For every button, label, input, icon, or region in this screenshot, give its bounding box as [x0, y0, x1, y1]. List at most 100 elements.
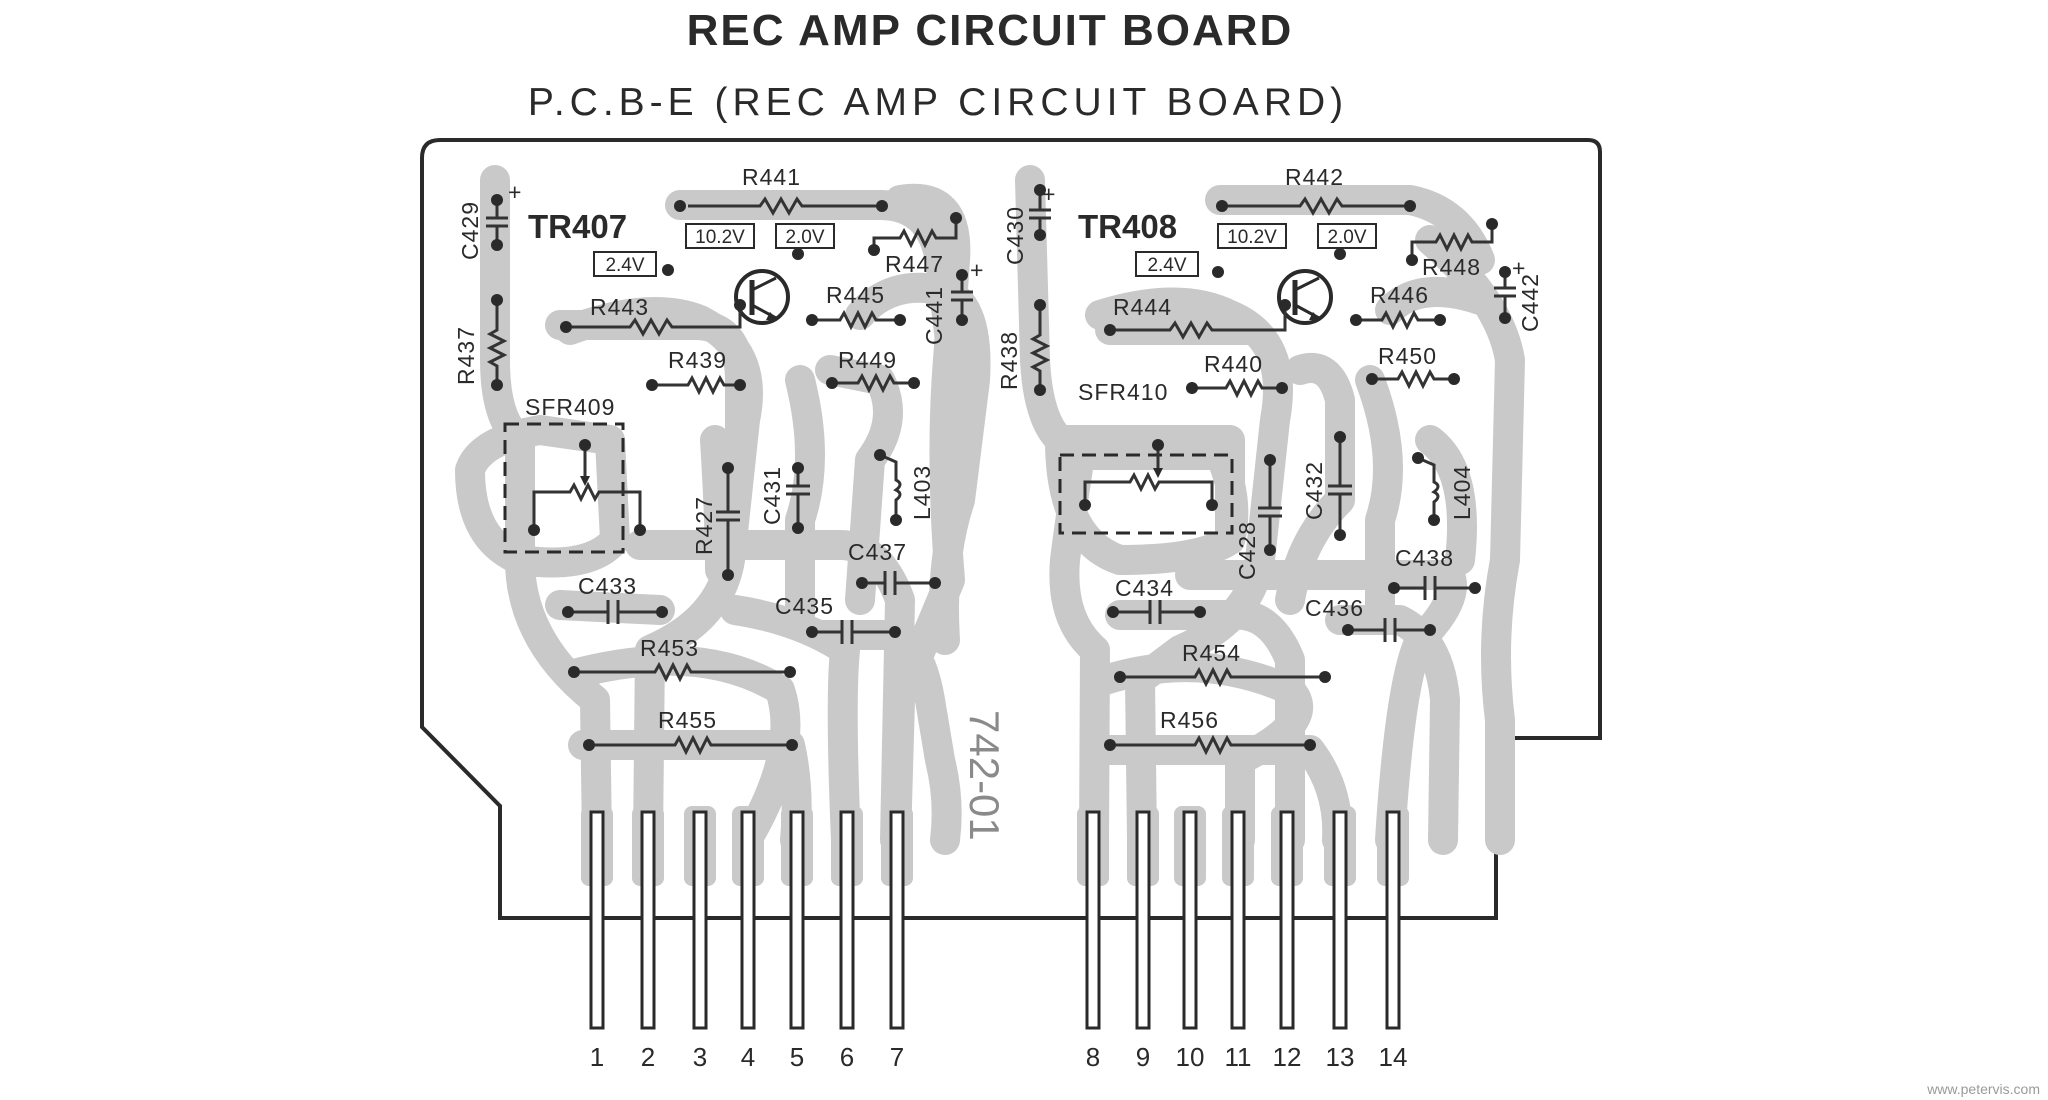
- solder-point: [929, 577, 941, 589]
- solder-point: [1216, 200, 1228, 212]
- solder-point: [568, 666, 580, 678]
- pin-number: 8: [1086, 1042, 1100, 1072]
- solder-point: [1107, 606, 1119, 618]
- connector-pin: [740, 810, 756, 1030]
- solder-points: [491, 184, 1511, 751]
- solder-point: [1334, 248, 1346, 260]
- solder-point: [491, 379, 503, 391]
- page-title: REC AMP CIRCUIT BOARD: [687, 6, 1294, 55]
- pin-number: 4: [741, 1042, 755, 1072]
- label-r443: R443: [590, 294, 649, 320]
- tr408-label: TR408: [1078, 208, 1177, 245]
- solder-point: [786, 739, 798, 751]
- solder-point: [1034, 229, 1046, 241]
- voltage-labels-right: 2.4V 10.2V 2.0V: [1135, 223, 1377, 277]
- voltage-emitter-right: 2.0V: [1327, 227, 1366, 248]
- solder-point: [734, 299, 746, 311]
- connector-pin: [789, 810, 805, 1030]
- solder-point: [856, 577, 868, 589]
- solder-point: [792, 462, 804, 474]
- label-c442: C442: [1517, 273, 1543, 332]
- label-r440: R440: [1204, 351, 1263, 377]
- solder-point: [579, 439, 591, 451]
- connector-pin: [1332, 810, 1348, 1030]
- solder-point: [1206, 499, 1218, 511]
- solder-point: [868, 244, 880, 256]
- solder-point: [1304, 739, 1316, 751]
- solder-point: [956, 314, 968, 326]
- label-c436: C436: [1305, 595, 1364, 621]
- solder-point: [1186, 382, 1198, 394]
- label-c435: C435: [775, 593, 834, 619]
- label-c428: C428: [1234, 521, 1260, 580]
- solder-point: [890, 514, 902, 526]
- solder-point: [1434, 314, 1446, 326]
- solder-point: [491, 194, 503, 206]
- pin-number: 14: [1379, 1042, 1408, 1072]
- solder-point: [1104, 739, 1116, 751]
- solder-point: [1412, 452, 1424, 464]
- plus-c430: +: [1042, 181, 1056, 207]
- label-r447: R447: [885, 251, 944, 277]
- pin-number: 12: [1273, 1042, 1302, 1072]
- connector-pin: [1135, 810, 1151, 1030]
- solder-point: [1319, 671, 1331, 683]
- connector-pin: [889, 810, 905, 1030]
- voltage-collector-left: 10.2V: [695, 227, 745, 248]
- label-r445: R445: [826, 282, 885, 308]
- label-r438: R438: [996, 331, 1022, 390]
- label-c431: C431: [759, 466, 785, 525]
- label-c441: C441: [921, 286, 947, 345]
- pin-number: 9: [1136, 1042, 1150, 1072]
- solder-point: [1486, 218, 1498, 230]
- label-r454: R454: [1182, 640, 1241, 666]
- solder-point: [1350, 314, 1362, 326]
- solder-point: [634, 524, 646, 536]
- label-r453: R453: [640, 635, 699, 661]
- label-r444: R444: [1113, 294, 1172, 320]
- solder-point: [646, 379, 658, 391]
- solder-point: [722, 569, 734, 581]
- solder-point: [560, 321, 572, 333]
- plus-c442: +: [1512, 255, 1526, 281]
- label-c432: C432: [1301, 461, 1327, 520]
- solder-point: [1276, 382, 1288, 394]
- pin-number: 1: [590, 1042, 604, 1072]
- solder-point: [1279, 299, 1291, 311]
- solder-point: [1152, 439, 1164, 451]
- solder-point: [734, 379, 746, 391]
- label-r446: R446: [1370, 282, 1429, 308]
- solder-point: [583, 739, 595, 751]
- solder-point: [889, 626, 901, 638]
- page-subtitle: P.C.B-E (REC AMP CIRCUIT BOARD): [528, 81, 1348, 124]
- edge-connector: [581, 806, 1409, 1030]
- solder-point: [1406, 254, 1418, 266]
- solder-point: [1469, 582, 1481, 594]
- transistor-tr407: TR407: [528, 208, 790, 325]
- label-r437: R437: [453, 326, 479, 385]
- solder-point: [662, 264, 674, 276]
- solder-point: [1448, 373, 1460, 385]
- solder-point: [894, 314, 906, 326]
- board-part-number: 742-01: [961, 710, 1008, 841]
- solder-point: [950, 212, 962, 224]
- connector-pin: [640, 810, 656, 1030]
- pin-number: 7: [890, 1042, 904, 1072]
- solder-point: [722, 462, 734, 474]
- label-r427: R427: [691, 496, 717, 555]
- label-c438: C438: [1395, 545, 1454, 571]
- connector-pin: [692, 810, 708, 1030]
- solder-point: [1264, 544, 1276, 556]
- solder-point: [1388, 582, 1400, 594]
- connector-pin: [839, 810, 855, 1030]
- label-r450: R450: [1378, 343, 1437, 369]
- credit-watermark: www.petervis.com: [1926, 1081, 2040, 1097]
- solder-point: [792, 522, 804, 534]
- solder-point: [806, 626, 818, 638]
- label-c434: C434: [1115, 575, 1174, 601]
- connector-pin: [1279, 810, 1295, 1030]
- solder-point: [1034, 384, 1046, 396]
- solder-point: [1104, 324, 1116, 336]
